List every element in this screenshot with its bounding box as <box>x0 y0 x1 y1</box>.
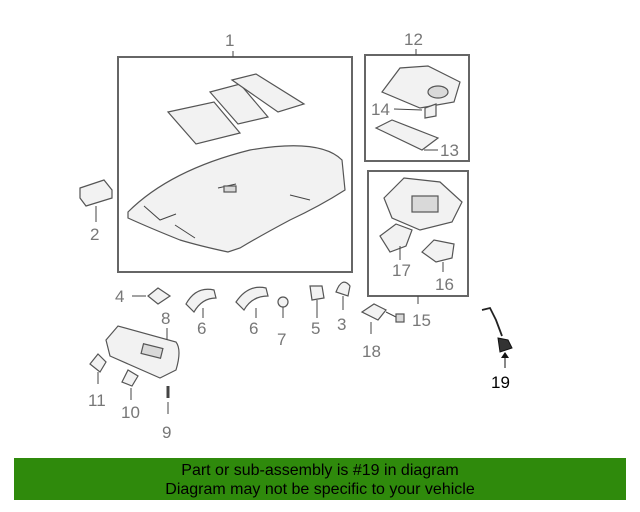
part-6-grip-left[interactable]: 6 <box>185 288 217 338</box>
callout-9: 9 <box>162 423 171 442</box>
callout-6a: 6 <box>197 319 206 338</box>
part-1-headliner-group[interactable]: 1 <box>117 31 353 273</box>
sound-pad-2 <box>208 83 270 125</box>
callout-6b: 6 <box>249 319 258 338</box>
banner-line-1: Part or sub-assembly is #19 in diagram <box>181 462 459 479</box>
callout-19: 19 <box>491 373 510 392</box>
callout-3: 3 <box>337 315 346 334</box>
callout-4: 4 <box>115 287 124 306</box>
callout-13: 13 <box>440 141 459 160</box>
leader-14 <box>393 108 423 111</box>
callout-12: 12 <box>404 30 423 49</box>
headliner-panel <box>127 145 346 253</box>
part-19-wire-assembly[interactable]: 19 <box>481 306 513 392</box>
wire-19-connector <box>497 337 513 353</box>
part-15-map-lamp-group[interactable]: 17 16 15 <box>367 170 469 330</box>
callout-16: 16 <box>435 275 454 294</box>
map-lamp-switch <box>411 195 439 213</box>
callout-10: 10 <box>121 403 140 422</box>
parts-diagram: 1 2 12 14 13 17 16 15 4 <box>79 30 513 442</box>
screw-7-head <box>277 296 289 308</box>
lamp-bulb <box>424 103 437 119</box>
pad-2-shape <box>79 179 113 207</box>
part-4-clip[interactable]: 4 <box>115 287 172 306</box>
holder-11-shape <box>89 353 107 373</box>
part-5-cap[interactable]: 5 <box>309 285 325 338</box>
callout-11: 11 <box>88 391 106 410</box>
console-housing <box>381 65 461 109</box>
console-lens-cover <box>374 119 440 151</box>
bracket-16-shape <box>421 239 455 263</box>
info-banner: Part or sub-assembly is #19 in diagram D… <box>14 458 626 500</box>
harness-18-plug <box>395 313 405 323</box>
part-11-holder[interactable]: 11 <box>88 353 107 410</box>
banner-line-2: Diagram may not be specific to your vehi… <box>165 481 475 498</box>
callout-2: 2 <box>90 225 99 244</box>
headliner-group-box <box>117 56 353 273</box>
sound-pad-3 <box>230 73 306 113</box>
console-group-box <box>364 54 470 162</box>
part-7-screw[interactable]: 7 <box>277 296 289 349</box>
part-2-pad[interactable]: 2 <box>79 179 113 244</box>
clip-4-shape <box>147 287 172 305</box>
callout-18: 18 <box>362 342 381 361</box>
leader-19-arrow <box>501 352 509 358</box>
bracket-17-shape <box>379 223 413 253</box>
callout-15: 15 <box>412 311 431 330</box>
callout-7: 7 <box>277 330 286 349</box>
grip-6b-shape <box>235 286 269 311</box>
callout-8: 8 <box>161 309 170 328</box>
part-6-grip-right[interactable]: 6 <box>235 286 269 338</box>
part-9-screw[interactable]: 9 <box>162 386 171 442</box>
callout-17: 17 <box>392 261 411 280</box>
wire-19-cable <box>481 306 503 337</box>
holder-10-shape <box>121 369 139 387</box>
part-10-holder[interactable]: 10 <box>121 369 140 422</box>
grip-6a-shape <box>185 288 217 313</box>
part-18-wire-harness[interactable]: 18 <box>360 303 405 361</box>
part-8-sun-visor[interactable]: 8 <box>105 309 180 379</box>
headliner-opening <box>223 185 237 193</box>
clip-3-shape <box>335 281 351 297</box>
part-3-clip[interactable]: 3 <box>335 281 351 334</box>
callout-5: 5 <box>311 319 320 338</box>
sound-pad-1 <box>166 101 242 145</box>
cap-5-shape <box>309 285 325 301</box>
vanity-mirror <box>140 343 164 359</box>
part-12-console-group[interactable]: 12 14 13 <box>364 30 470 162</box>
callout-14: 14 <box>371 100 390 119</box>
harness-18-connector <box>360 303 387 321</box>
callout-1: 1 <box>225 31 234 50</box>
headliner-details <box>143 183 311 239</box>
console-lens <box>427 85 449 99</box>
